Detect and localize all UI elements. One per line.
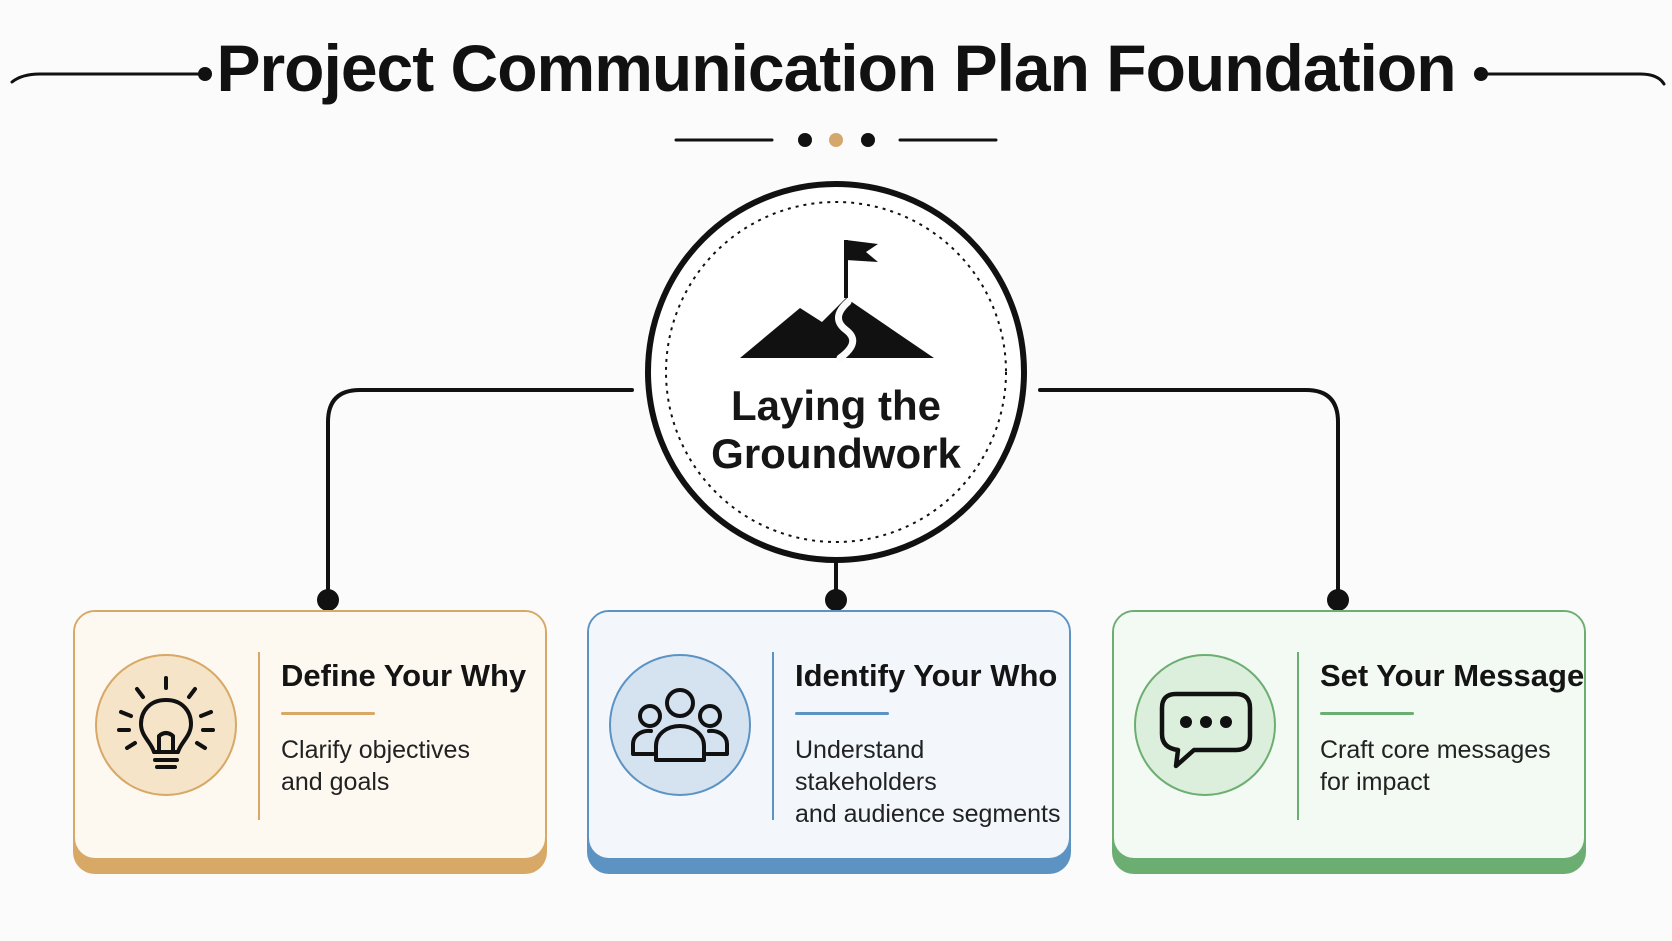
title-rule-right bbox=[1480, 72, 1666, 86]
connector-dot-left bbox=[317, 589, 339, 611]
card-divider bbox=[258, 652, 260, 820]
card-description: Understand stakeholders and audience seg… bbox=[795, 734, 1065, 830]
people-icon bbox=[631, 688, 729, 762]
hub-label: Laying the Groundwork bbox=[676, 382, 996, 478]
lightbulb-icon bbox=[117, 676, 215, 769]
card-define-your-why: Define Your Why Clarify objectives and g… bbox=[73, 610, 547, 874]
card-divider bbox=[1297, 652, 1299, 820]
hub-label-line-1: Laying the bbox=[730, 382, 942, 429]
card-title: Set Your Message bbox=[1320, 658, 1585, 693]
card-description-line-1: Craft core messages bbox=[1320, 736, 1551, 764]
card-title: Define Your Why bbox=[281, 658, 527, 693]
connector-left bbox=[326, 388, 634, 600]
card-description-line-1: Clarify objectives bbox=[281, 736, 470, 764]
connector-right bbox=[1038, 388, 1340, 600]
card-description-line-2: for impact bbox=[1320, 768, 1430, 796]
chat-bubble-icon bbox=[1159, 691, 1253, 769]
ornament-dot-1 bbox=[798, 133, 812, 147]
card-title-underline bbox=[281, 712, 375, 715]
card-icon-badge bbox=[1134, 654, 1276, 796]
ornament-dot-3 bbox=[861, 133, 875, 147]
title-dot-left bbox=[198, 67, 212, 81]
card-description: Clarify objectives and goals bbox=[281, 734, 551, 798]
page-title: Project Communication Plan Foundation bbox=[216, 31, 1456, 105]
card-title: Identify Your Who bbox=[795, 658, 1058, 693]
card-description-line-2: and goals bbox=[281, 768, 390, 796]
connector-dot-center bbox=[825, 589, 847, 611]
card-identify-your-who: Identify Your Who Understand stakeholder… bbox=[587, 610, 1071, 874]
card-description: Craft core messages for impact bbox=[1320, 734, 1590, 798]
card-description-line-2: and audience segments bbox=[795, 800, 1061, 828]
hub-circle bbox=[645, 181, 1027, 563]
connector-dot-right bbox=[1327, 589, 1349, 611]
card-title-underline bbox=[795, 712, 889, 715]
card-icon-badge bbox=[609, 654, 751, 796]
hub-label-line-2: Groundwork bbox=[711, 430, 961, 477]
mountain-flag-icon bbox=[740, 240, 934, 362]
card-description-line-1: Understand stakeholders bbox=[795, 736, 937, 796]
title-dot-right bbox=[1474, 67, 1488, 81]
title-rule-left bbox=[10, 72, 202, 84]
card-divider bbox=[772, 652, 774, 820]
card-title-underline bbox=[1320, 712, 1414, 715]
hub-inner-dashed-ring bbox=[665, 201, 1007, 543]
ornament-dot-2 bbox=[829, 133, 843, 147]
card-icon-badge bbox=[95, 654, 237, 796]
card-set-your-message: Set Your Message Craft core messages for… bbox=[1112, 610, 1586, 874]
